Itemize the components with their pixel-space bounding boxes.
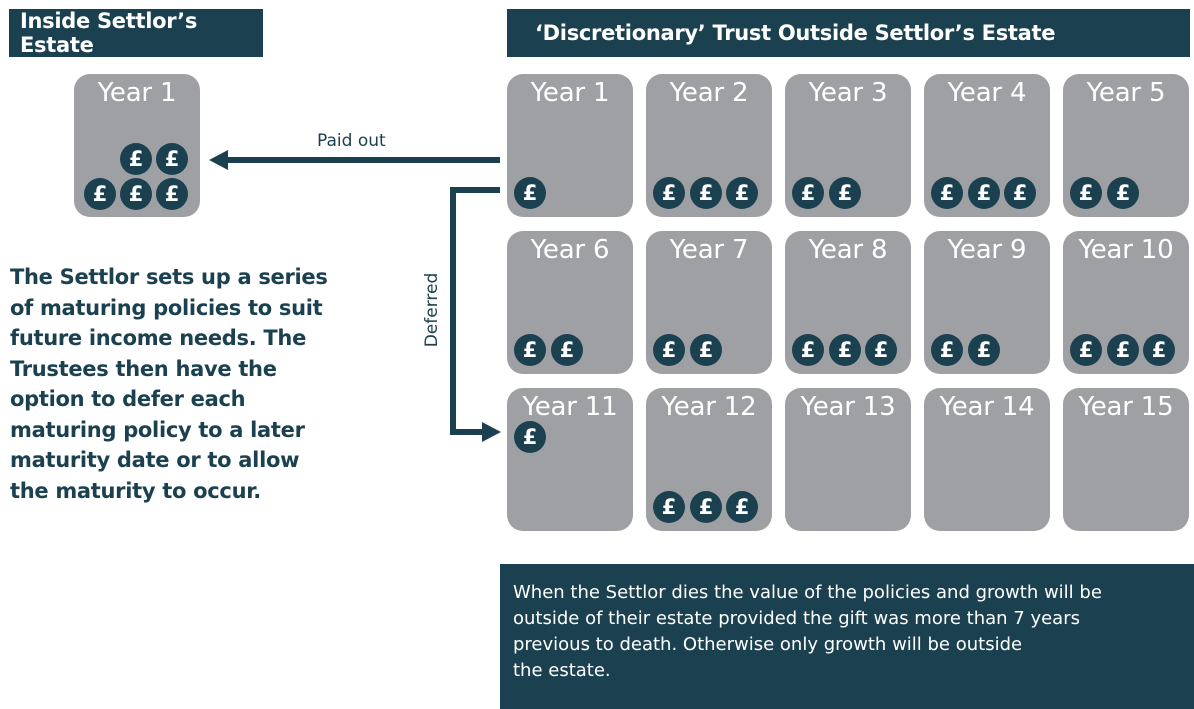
trust-year-label: Year 11	[522, 392, 618, 422]
paid-out-arrowhead	[209, 150, 228, 170]
pound-coin-icon: £	[792, 334, 824, 366]
inside-year-box: Year 1 £ £ £ £ £	[74, 74, 200, 217]
pound-coin-icon: £	[120, 143, 152, 175]
pound-coin-icon: £	[865, 334, 897, 366]
trust-year-box: Year 3 ££	[785, 74, 911, 217]
pound-coin-icon: £	[1107, 177, 1139, 209]
description-line: The Settlor sets up a series	[10, 265, 328, 289]
description-line: maturity date or to allow	[10, 448, 300, 472]
trust-year-label: Year 5	[1086, 78, 1166, 108]
trust-year-box: Year 8£££	[785, 231, 911, 374]
description-line: maturing policy to a later	[10, 417, 305, 442]
trust-year-box: Year 1 £	[507, 74, 633, 217]
pound-coin-icon: £	[514, 177, 546, 209]
pound-coin-icon: £	[931, 177, 963, 209]
inside-year-label: Year 1	[97, 78, 177, 108]
pound-coin-icon: £	[120, 178, 152, 210]
paid-out-label: Paid out	[317, 131, 386, 151]
trust-year-label: Year 14	[939, 392, 1035, 422]
description-line: Trustees then have the	[10, 356, 277, 381]
trust-year-label: Year 13	[800, 392, 896, 422]
pound-coin-icon: £	[156, 178, 188, 210]
pound-coin-icon: £	[653, 491, 685, 523]
trust-year-label: Year 1	[530, 78, 610, 108]
trust-year-label: Year 4	[947, 78, 1027, 108]
pound-coin-icon: £	[1004, 177, 1036, 209]
pound-coin-icon: £	[514, 421, 546, 453]
trust-year-box: Year 13	[785, 388, 911, 531]
pound-coin-icon: £	[653, 334, 685, 366]
footer-line: previous to death. Otherwise only growth…	[513, 634, 1023, 655]
description-text: The Settlor sets up a series of maturing…	[10, 262, 330, 506]
pound-coin-icon: £	[1070, 177, 1102, 209]
pound-coin-icon: £	[653, 177, 685, 209]
trust-year-box: Year 5 ££	[1063, 74, 1189, 217]
pound-coin-icon: £	[726, 177, 758, 209]
pound-coin-icon: £	[156, 143, 188, 175]
pound-coin-icon: £	[1143, 334, 1175, 366]
pound-coin-icon: £	[968, 334, 1000, 366]
pound-coin-icon: £	[792, 177, 824, 209]
trust-year-label: Year 10	[1078, 235, 1174, 265]
trust-year-box: Year 15	[1063, 388, 1189, 531]
description-line: future income needs. The	[10, 326, 307, 350]
trust-year-box: Year 11£	[507, 388, 633, 531]
trust-year-label: Year 3	[808, 78, 888, 108]
trust-year-label: Year 15	[1078, 392, 1174, 422]
trust-year-label: Year 6	[530, 235, 610, 265]
pound-coin-icon: £	[726, 491, 758, 523]
trust-year-box: Year 7 ££	[646, 231, 772, 374]
description-line: the maturity to occur.	[10, 478, 261, 503]
pound-coin-icon: £	[968, 177, 1000, 209]
pound-coin-icon: £	[84, 178, 116, 210]
trust-year-label: Year 7	[669, 235, 749, 265]
description-line: option to defer each	[10, 387, 246, 411]
footer-line: outside of their estate provided the gif…	[513, 608, 1080, 629]
pound-coin-icon: £	[931, 334, 963, 366]
trust-year-label: Year 8	[808, 235, 888, 265]
pound-coin-icon: £	[690, 177, 722, 209]
description-line: of maturing policies to suit	[10, 295, 323, 320]
pound-coin-icon: £	[829, 334, 861, 366]
pound-coin-icon: £	[1107, 334, 1139, 366]
trust-year-box: Year 4£££	[924, 74, 1050, 217]
trust-year-label: Year 12	[661, 392, 757, 422]
trust-year-label: Year 2	[669, 78, 749, 108]
deferred-label-wrap: Deferred	[412, 270, 452, 350]
footer-note: When the Settlor dies the value of the p…	[500, 564, 1194, 709]
trust-header: ‘Discretionary’ Trust Outside Settlor’s …	[507, 9, 1190, 57]
deferred-arrow-line	[450, 187, 500, 435]
trust-year-box: Year 2£££	[646, 74, 772, 217]
deferred-arrowhead	[482, 422, 501, 442]
pound-coin-icon: £	[551, 334, 583, 366]
trust-year-box: Year 12£££	[646, 388, 772, 531]
trust-year-box: Year 10£££	[1063, 231, 1189, 374]
trust-year-box: Year 14	[924, 388, 1050, 531]
footer-line: When the Settlor dies the value of the p…	[513, 582, 1102, 603]
pound-coin-icon: £	[690, 334, 722, 366]
trust-year-label: Year 9	[947, 235, 1027, 265]
deferred-label: Deferred	[422, 272, 442, 348]
footer-text: When the Settlor dies the value of the p…	[513, 580, 1168, 684]
pound-coin-icon: £	[1070, 334, 1102, 366]
footer-line: the estate.	[513, 660, 611, 681]
trust-year-box: Year 9 ££	[924, 231, 1050, 374]
pound-coin-icon: £	[690, 491, 722, 523]
inside-estate-header: Inside Settlor’s Estate	[9, 9, 263, 57]
trust-year-box: Year 6 ££	[507, 231, 633, 374]
pound-coin-icon: £	[829, 177, 861, 209]
pound-coin-icon: £	[514, 334, 546, 366]
